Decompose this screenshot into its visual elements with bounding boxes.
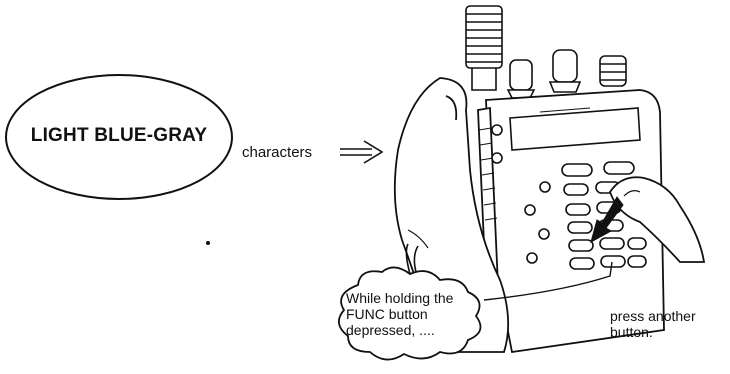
callout-oval	[5, 74, 233, 200]
antenna-icon	[465, 5, 503, 91]
bubble-line-1: While holding the	[346, 290, 454, 306]
top-knobs-icon	[506, 49, 627, 99]
stray-dot	[206, 241, 210, 245]
side-dial-ridges	[478, 127, 498, 221]
right-hand	[608, 176, 706, 263]
double-arrow-icon	[340, 140, 384, 164]
side-buttons	[491, 124, 503, 164]
speech-bubble-text: While holding the FUNC button depressed,…	[346, 290, 506, 338]
press-another-button-text: press another button.	[610, 308, 728, 340]
keypad	[524, 161, 647, 270]
pointer-line	[483, 261, 613, 301]
bubble-line-2: FUNC button	[346, 306, 428, 322]
press-line-2: button.	[610, 324, 653, 340]
oval-label: LIGHT BLUE-GRAY	[30, 125, 208, 146]
press-arrow-icon	[590, 196, 624, 244]
bubble-line-3: depressed, ....	[346, 322, 435, 338]
characters-label: characters	[242, 144, 313, 161]
speech-bubble-tail	[405, 243, 419, 275]
press-line-1: press another	[610, 308, 696, 324]
lcd-display	[509, 107, 641, 151]
